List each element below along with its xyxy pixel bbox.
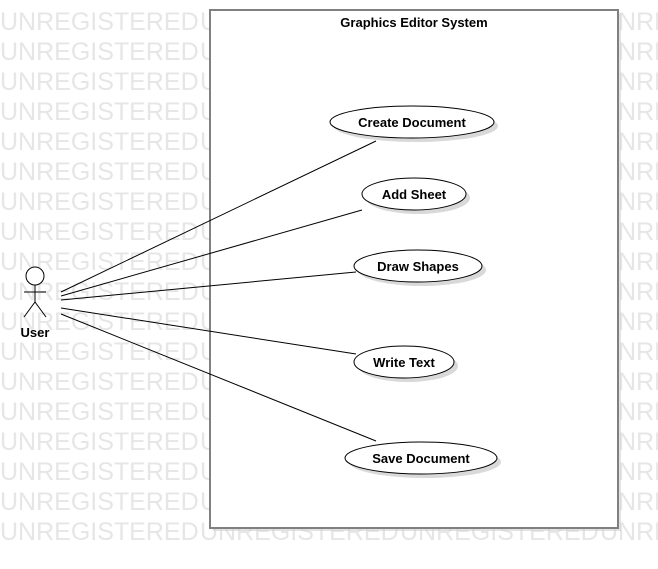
- association-write-text[interactable]: [60, 307, 357, 355]
- association-save-document[interactable]: [60, 313, 377, 442]
- association-draw-shapes[interactable]: [60, 271, 357, 301]
- watermark-text: UNREGISTERED: [0, 218, 199, 246]
- watermark-text: UNREGISTERED: [0, 128, 199, 156]
- watermark-text: UNREGISTERED: [0, 518, 199, 546]
- use-case-write-text[interactable]: Write Text: [353, 345, 458, 382]
- watermark-text: UNREGISTERED: [0, 158, 199, 186]
- watermark-text: UNREGISTERED: [0, 188, 199, 216]
- watermark-text: UNREGISTERED: [0, 38, 199, 66]
- watermark-text: UNREGISTERED: [0, 308, 199, 336]
- watermark-text: UNREGISTERED: [0, 98, 199, 126]
- use-case-create-document[interactable]: Create Document: [329, 105, 498, 142]
- use-case-label: Create Document: [358, 115, 466, 130]
- watermark-text: UNREGISTERED: [0, 398, 199, 426]
- watermark-text: UNREGISTERED: [0, 8, 199, 36]
- use-case-label: Draw Shapes: [377, 259, 459, 274]
- use-case-add-sheet[interactable]: Add Sheet: [361, 177, 470, 214]
- use-case-draw-shapes[interactable]: Draw Shapes: [353, 249, 486, 286]
- actor-stick-figure-icon: [23, 266, 47, 318]
- watermark-text: UNREGISTERED: [0, 488, 199, 516]
- use-case-label: Write Text: [373, 355, 435, 370]
- use-case-label: Add Sheet: [382, 187, 447, 202]
- association-add-sheet[interactable]: [60, 209, 363, 297]
- watermark-text: UNREGISTERED: [0, 338, 199, 366]
- watermark-text: UNREGISTERED: [0, 68, 199, 96]
- use-case-label: Save Document: [372, 451, 470, 466]
- watermark-text: UNREGISTERED: [0, 428, 199, 456]
- system-title: Graphics Editor System: [340, 15, 487, 30]
- association-create-document[interactable]: [60, 140, 377, 293]
- associations: [60, 140, 377, 442]
- actor-label: User: [21, 325, 50, 340]
- watermark-text: UNREGISTERED: [0, 458, 199, 486]
- watermark-text: UNREGISTERED: [0, 368, 199, 396]
- actor-user[interactable]: User: [21, 266, 50, 340]
- use-case-save-document[interactable]: Save Document: [344, 441, 501, 478]
